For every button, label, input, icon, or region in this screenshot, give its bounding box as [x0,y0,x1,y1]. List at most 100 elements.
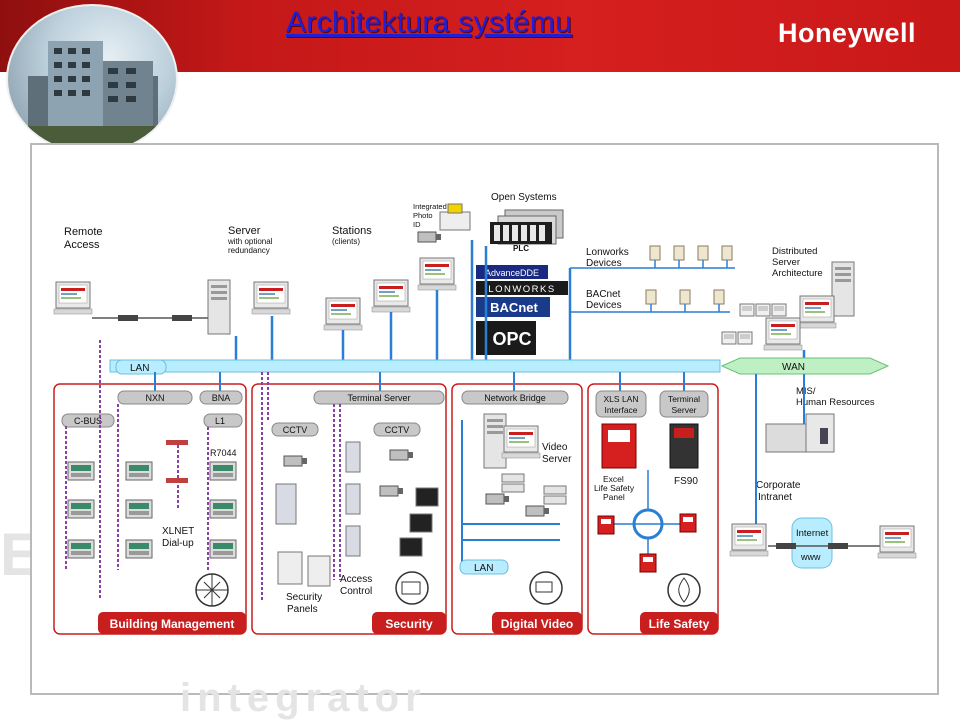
svg-text:BACnet: BACnet [586,289,621,300]
lon-device-1-icon [649,245,661,269]
excel-panel-label: Excel Life Safety Panel [594,474,635,502]
building-photo-illustration [8,41,176,152]
building-photo [6,4,178,154]
xls-lan-label: XLS LAN [604,394,639,404]
video-server-tower-icon [483,413,507,469]
slide-title: Architektura systému [286,6,573,39]
dist-printer-3-icon [771,303,787,317]
svg-text:Devices: Devices [586,300,622,311]
internet-label: Internet [796,528,829,539]
svg-text:Access: Access [64,239,100,251]
svg-text:Panel: Panel [603,492,625,502]
honeywell-logo: Honeywell [777,18,916,48]
wan-label: WAN [782,362,805,373]
photo-id-camera-icon [417,231,442,243]
svg-text:Distributed: Distributed [772,246,817,257]
access-control-label: Access Control [340,574,372,597]
distributed-server-label: Distributed Server Architecture [772,246,823,279]
internet-cloud: Internet www [791,517,833,569]
cctv-left-label: CCTV [283,425,308,435]
security-buses [261,372,341,600]
lon-device-2-icon [673,245,685,269]
bacnet-device-1-icon [645,289,657,313]
section-drops [154,372,685,392]
video-lan-label: LAN [459,559,509,575]
svg-text:LONWORKS: LONWORKS [488,284,555,295]
server-pc-icon [251,281,291,315]
bm-controllers [67,461,237,559]
svg-text:XLNET: XLNET [162,526,194,537]
opc-logo: OPC [476,321,536,355]
remote-internet-pc-icon [877,525,917,559]
bacnet-device-2-icon [679,289,691,313]
svg-text:BACnet: BACnet [490,300,538,315]
advancedde-logo: AdvanceDDE [476,265,548,279]
excel-panel-icon [601,423,637,469]
l1-label: L1 [215,416,225,426]
terminal-server-2-label: Terminal [668,394,700,404]
corporate-pc-icon [729,523,769,557]
lan-drops [234,240,806,360]
life-safety-pills: XLS LAN Interface Terminal Server [595,390,709,418]
svg-text:Server: Server [772,257,800,268]
svg-text:Security: Security [385,617,433,631]
wan-backbone: WAN [720,357,890,375]
corporate-intranet-label: Corporate Intranet [756,480,801,503]
dist-printer-1-icon [739,303,755,317]
svg-text:Remote: Remote [64,226,103,238]
video-encoders [501,473,567,505]
plc-label: PLC [513,244,529,253]
svg-text:Control: Control [340,586,372,597]
lonworks-devices-label: Lonworks Devices [586,247,629,269]
mis-workstation-icon [765,413,835,453]
svg-text:Life Safety: Life Safety [594,483,635,493]
stations-label: Stations (clients) [332,225,372,246]
internet-links [768,543,880,549]
station-pc-2-icon [371,279,411,313]
remote-access-label: Remote Access [64,226,103,251]
open-systems-label: Open Systems [491,192,557,203]
server-label: Server with optional redundancy [227,225,273,255]
dist-pc-1-icon [797,295,837,329]
security-pills: Terminal Server CCTV CCTV [271,390,445,437]
svg-text:Access: Access [340,574,372,585]
section-digital-video: Digital Video [451,383,583,635]
svg-text:(clients): (clients) [332,237,360,246]
www-label: www [800,552,821,562]
security-panels-label: Security Panels [286,592,322,615]
fire-device-3-icon [639,553,657,573]
xlnet-label: XLNET Dial-up [162,526,194,549]
security-panels-icon [277,551,331,587]
svg-text:redundancy: redundancy [228,246,270,255]
svg-text:Digital Video: Digital Video [501,617,573,631]
svg-text:Intranet: Intranet [758,492,792,503]
station-pc-3-icon [417,257,457,291]
bacnet-device-3-icon [713,289,725,313]
bacnet-devices-label: BACnet Devices [586,289,622,311]
dist-printer-5-icon [737,331,753,345]
fan-icon [195,573,229,607]
mis-label: MIS/ Human Resources [796,386,875,408]
fire-device-1-icon [597,515,615,535]
remote-pc-icon [53,281,93,315]
nxn-label: NXN [145,393,164,403]
dist-pc-2-icon [763,317,803,351]
fs90-panel-icon [669,423,699,469]
svg-text:Panels: Panels [287,604,318,615]
fs90-label: FS90 [674,476,698,487]
terminal-server-label: Terminal Server [347,393,410,403]
svg-text:Lonworks: Lonworks [586,247,629,258]
cctv-right-label: CCTV [385,425,410,435]
svg-text:Human Resources: Human Resources [796,397,875,408]
lon-device-3-icon [697,245,709,269]
svg-text:Photo: Photo [413,211,433,220]
svg-text:Excel: Excel [603,474,624,484]
fire-device-2-icon [679,513,697,533]
life-safety-loop [608,470,680,556]
photo-id-printer-icon [439,203,471,231]
svg-text:Dial-up: Dial-up [162,538,194,549]
video-server-pc-icon [501,425,541,459]
svg-text:MIS/: MIS/ [796,386,816,397]
modem-2-icon [166,478,188,483]
